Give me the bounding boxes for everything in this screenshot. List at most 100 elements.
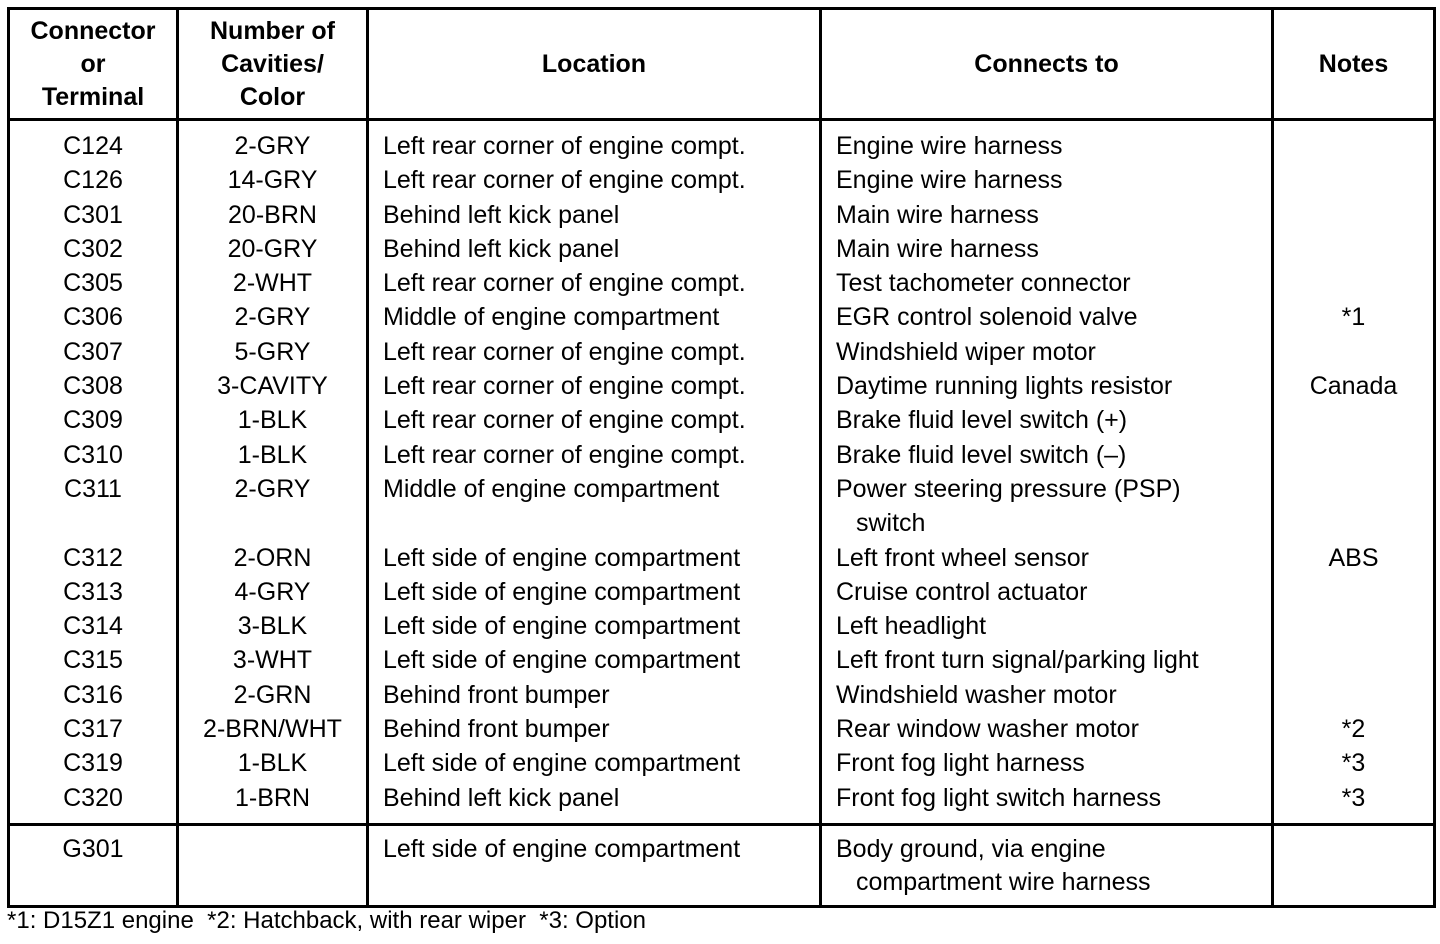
- cell-connector: C308: [7, 369, 179, 404]
- cell-connects-to: Engine wire harness: [819, 119, 1274, 164]
- cell-connector: C126: [7, 163, 179, 198]
- connects-to-text: Engine wire harness: [836, 166, 1063, 195]
- cell-location: Left side of engine compartment: [366, 574, 822, 610]
- connects-to-text: Front fog light switch harness: [836, 783, 1162, 812]
- cell-notes: *2: [1271, 712, 1436, 747]
- cell-location: Left side of engine compartment: [366, 822, 822, 908]
- cell-notes: *3: [1271, 746, 1436, 781]
- cell-notes: [1271, 822, 1436, 908]
- cell-connects-to: Brake fluid level switch (+): [819, 403, 1274, 438]
- cell-notes: [1271, 197, 1436, 232]
- connects-to-text: Test tachometer connector: [836, 269, 1131, 298]
- cell-cavities: 5-GRY: [176, 334, 369, 370]
- header-connector: Connector or Terminal: [7, 7, 179, 121]
- connects-to-text: Body ground, via engine: [836, 834, 1106, 863]
- cell-notes: [1271, 231, 1436, 267]
- cell-connects-to: Brake fluid level switch (–): [819, 437, 1274, 472]
- connects-to-text: Main wire harness: [836, 200, 1039, 229]
- cell-cavities: 2-BRN/WHT: [176, 712, 369, 747]
- connects-to-text: Brake fluid level switch (–): [836, 440, 1127, 469]
- cell-cavities: 1-BLK: [176, 403, 369, 438]
- cell-location: Left side of engine compartment: [366, 540, 822, 575]
- cell-notes: [1271, 677, 1436, 713]
- connects-to-continuation: switch: [856, 509, 926, 538]
- cell-connects-to: Test tachometer connector: [819, 266, 1274, 301]
- connector-table: Connector or Terminal Number of Cavities…: [7, 7, 1436, 908]
- connects-to-text: Front fog light harness: [836, 749, 1085, 778]
- cell-notes: [1271, 609, 1436, 644]
- cell-cavities: [176, 822, 369, 908]
- cell-connector: C309: [7, 403, 179, 438]
- cell-connects-to: Main wire harness: [819, 231, 1274, 267]
- cell-cavities: 2-WHT: [176, 266, 369, 301]
- cell-connects-to: Left headlight: [819, 609, 1274, 644]
- connects-to-text: Left headlight: [836, 612, 987, 641]
- cell-connects-to: EGR control solenoid valve: [819, 300, 1274, 335]
- connects-to-text: Windshield washer motor: [836, 680, 1117, 709]
- ground-rows: G301 Left side of engine compartment Bod…: [7, 822, 1436, 908]
- cell-location: Left side of engine compartment: [366, 643, 822, 678]
- cell-connects-to: Rear window washer motor: [819, 712, 1274, 747]
- cell-cavities: 2-GRY: [176, 471, 369, 541]
- cell-location: Left rear corner of engine compt.: [366, 437, 822, 472]
- cell-notes: *1: [1271, 300, 1436, 335]
- cell-location: Middle of engine compartment: [366, 471, 822, 541]
- cell-location: Left rear corner of engine compt.: [366, 163, 822, 198]
- cell-connector: C315: [7, 643, 179, 678]
- cell-connects-to: Power steering pressure (PSP) switch: [819, 471, 1274, 541]
- cell-connector: C317: [7, 712, 179, 747]
- cell-connects-to: Windshield wiper motor: [819, 334, 1274, 370]
- cell-notes: [1271, 266, 1436, 301]
- cell-connects-to: Front fog light harness: [819, 746, 1274, 781]
- cell-connector: C313: [7, 574, 179, 610]
- cell-notes: [1271, 403, 1436, 438]
- cell-location: Middle of engine compartment: [366, 300, 822, 335]
- cell-notes: [1271, 471, 1436, 541]
- table-header: Connector or Terminal Number of Cavities…: [7, 7, 1436, 121]
- connects-to-text: Brake fluid level switch (+): [836, 406, 1128, 435]
- cell-cavities: 1-BLK: [176, 746, 369, 781]
- cell-connector: C312: [7, 540, 179, 575]
- cell-connector: C306: [7, 300, 179, 335]
- cell-connects-to: Body ground, via engine compartment wire…: [819, 822, 1274, 908]
- header-notes: Notes: [1271, 7, 1436, 121]
- cell-connects-to: Left front turn signal/parking light: [819, 643, 1274, 678]
- cell-location: Left side of engine compartment: [366, 609, 822, 644]
- cell-location: Left rear corner of engine compt.: [366, 334, 822, 370]
- connects-to-text: Main wire harness: [836, 234, 1039, 263]
- cell-cavities: 3-BLK: [176, 609, 369, 644]
- connects-to-text: Engine wire harness: [836, 132, 1063, 160]
- header-connects-to: Connects to: [819, 7, 1274, 121]
- cell-cavities: 1-BRN: [176, 780, 369, 825]
- cell-cavities: 2-GRN: [176, 677, 369, 713]
- cell-connector: C320: [7, 780, 179, 825]
- cell-location: Behind front bumper: [366, 677, 822, 713]
- cell-notes: [1271, 163, 1436, 198]
- cell-connector: C311: [7, 471, 179, 541]
- cell-cavities: 3-CAVITY: [176, 369, 369, 404]
- cell-connects-to: Windshield washer motor: [819, 677, 1274, 713]
- footnote: *1: D15Z1 engine *2: Hatchback, with rea…: [7, 907, 646, 934]
- cell-location: Behind left kick panel: [366, 197, 822, 232]
- connects-to-text: Power steering pressure (PSP): [836, 474, 1181, 503]
- cell-connector: C124: [7, 119, 179, 164]
- cell-connects-to: Left front wheel sensor: [819, 540, 1274, 575]
- connects-to-text: Cruise control actuator: [836, 577, 1088, 606]
- cell-connects-to: Main wire harness: [819, 197, 1274, 232]
- cell-notes: [1271, 334, 1436, 370]
- cell-connects-to: Engine wire harness: [819, 163, 1274, 198]
- cell-cavities: 2-GRY: [176, 300, 369, 335]
